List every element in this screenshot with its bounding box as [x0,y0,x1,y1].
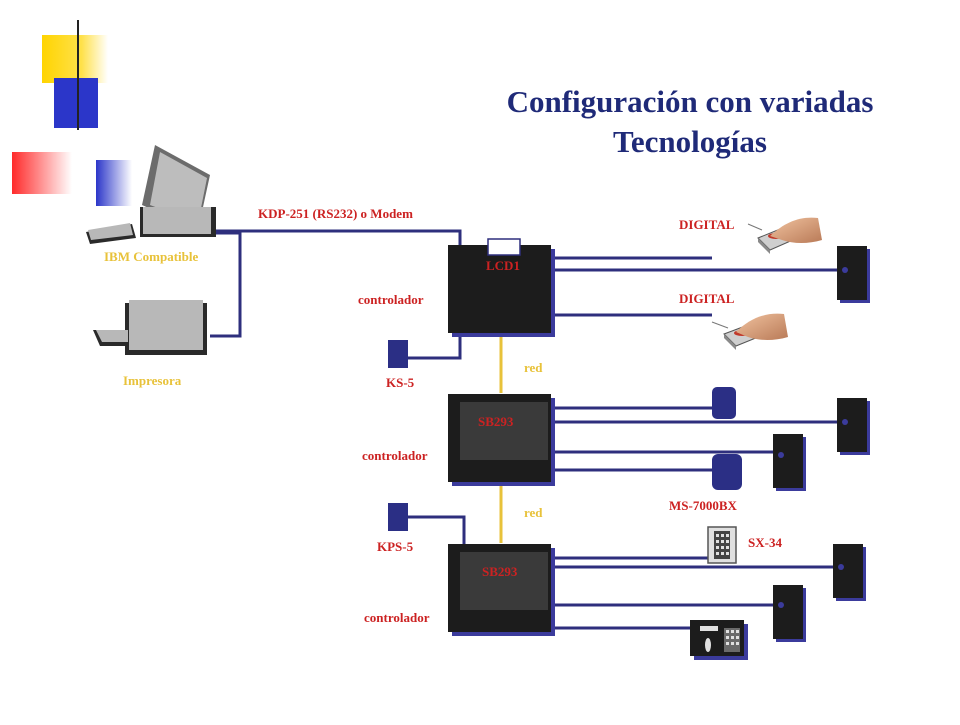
sx34-label: SX-34 [748,535,782,550]
ibm-label: IBM Compatible [104,249,199,264]
computer-icon [86,145,216,244]
sx34-keypad-icon [707,526,737,564]
printer-icon [93,300,207,355]
sb293-1-label: SB293 [478,414,514,429]
controller-1-label: controlador [358,292,424,307]
title-line-1: Configuración con variadas [506,84,874,119]
controller-3 [448,544,555,636]
controller-2-label: controlador [362,448,428,463]
kps5-label: KPS-5 [377,539,414,554]
door-reader-icon [773,246,870,642]
printer-label: Impresora [123,373,182,388]
decor-squares [12,20,920,206]
proximity-reader-icon [712,387,742,490]
link-label: KDP-251 (RS232) o Modem [258,206,413,221]
network-2-label: red [524,505,543,520]
digital-1-label: DIGITAL [679,217,735,232]
ms7000-label: MS-7000BX [669,498,737,513]
lcd-label: LCD1 [486,258,520,273]
controller-1 [448,238,555,337]
controller-3-label: controlador [364,610,430,625]
title-line-2: Tecnologías [613,124,767,159]
digital-2-label: DIGITAL [679,291,735,306]
phone-keypad-icon [690,620,748,660]
ks5-label: KS-5 [386,375,415,390]
network-1-label: red [524,360,543,375]
page-title: Configuración con variadas Tecnologías [440,82,940,162]
fingerprint-reader-icon [711,217,822,350]
wires [210,229,838,630]
sb293-2-label: SB293 [482,564,518,579]
controller-2 [448,394,555,486]
keypad-icon [388,340,408,531]
